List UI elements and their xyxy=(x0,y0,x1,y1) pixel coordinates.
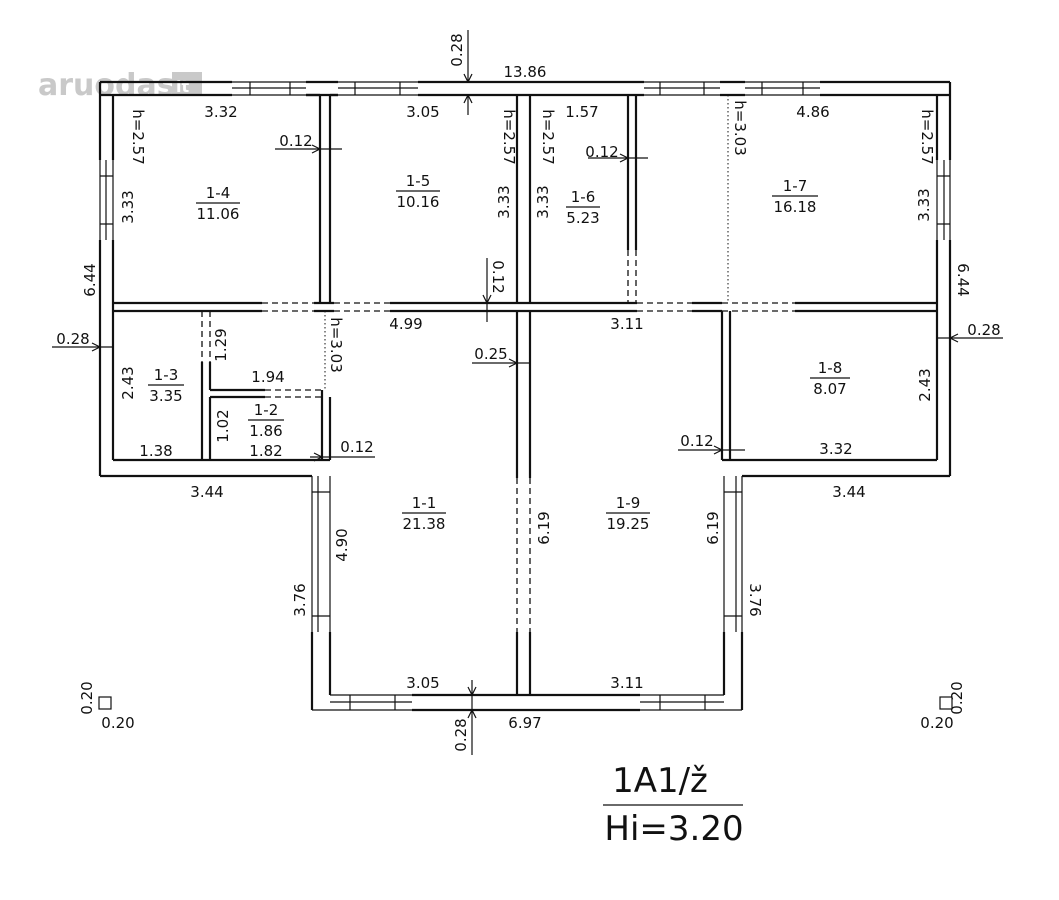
watermark-text: aruodas xyxy=(38,68,175,103)
room-id: 1-8 xyxy=(818,359,843,377)
dim-r15-w: 3.05 xyxy=(406,103,439,121)
room-area: 1.86 xyxy=(249,422,282,440)
dim-r15-h: 3.33 xyxy=(495,185,513,218)
room-area: 10.16 xyxy=(397,193,440,211)
dim-r19-w: 3.11 xyxy=(610,674,643,692)
dim-right-wall: 0.28 xyxy=(967,321,1000,339)
room-1-8: 1-8 8.07 xyxy=(810,359,850,398)
room-id: 1-5 xyxy=(406,172,431,190)
dim-col-right-a: 0.20 xyxy=(948,681,966,714)
watermark-logo: aruodas lt xyxy=(38,68,202,103)
dim-bottom-total: 6.97 xyxy=(508,714,541,732)
dim-col-left-a: 0.20 xyxy=(78,681,96,714)
room-1-7: 1-7 16.18 xyxy=(772,177,818,216)
dim-col-left-b: 0.20 xyxy=(101,714,134,732)
room-area: 8.07 xyxy=(813,380,846,398)
dim-r16-ceil: h=2.57 xyxy=(539,109,557,164)
watermark-suffix: lt xyxy=(176,77,189,96)
dim-r12-w: 1.82 xyxy=(249,442,282,460)
room-id: 1-6 xyxy=(571,188,596,206)
outer-walls xyxy=(98,80,952,712)
dim-bottom-wall: 0.28 xyxy=(452,718,470,751)
dim-r11-side: 3.76 xyxy=(291,583,309,616)
dim-r13-door: 1.29 xyxy=(212,328,230,361)
dim-r19-h2: 6.19 xyxy=(704,511,722,544)
dim-r11-w: 3.05 xyxy=(406,674,439,692)
dim-mid-w: 3.11 xyxy=(610,315,643,333)
dim-r14-h: 3.33 xyxy=(119,190,137,223)
room-1-6: 1-6 5.23 xyxy=(566,188,600,227)
room-id: 1-3 xyxy=(154,366,179,384)
room-1-4: 1-4 11.06 xyxy=(196,184,240,223)
dim-r15-wall: 0.12 xyxy=(279,132,312,150)
room-1-2: 1-2 1.86 xyxy=(248,401,284,440)
room-1-9: 1-9 19.25 xyxy=(606,494,650,533)
dim-r14-ceil: h=2.57 xyxy=(129,109,147,164)
dim-left-wing: 3.44 xyxy=(190,483,223,501)
dim-hall-wall: 0.12 xyxy=(489,260,507,293)
room-area: 19.25 xyxy=(607,515,650,533)
dim-right-wing: 3.44 xyxy=(832,483,865,501)
dim-col-right-b: 0.20 xyxy=(920,714,953,732)
room-area: 5.23 xyxy=(566,209,599,227)
dim-r19-h: 6.19 xyxy=(535,511,553,544)
room-area: 3.35 xyxy=(149,387,182,405)
dim-r17-ceil: h=2.57 xyxy=(918,109,936,164)
dim-r11-h: 4.90 xyxy=(333,528,351,561)
dim-top-total: 13.86 xyxy=(504,63,547,81)
dim-r12-h: 1.02 xyxy=(214,409,232,442)
dim-r13-w: 1.38 xyxy=(139,442,172,460)
room-1-1: 1-1 21.38 xyxy=(402,494,446,533)
dim-left-total: 6.44 xyxy=(81,263,99,296)
dim-mid-wall: 0.25 xyxy=(474,345,507,363)
room-id: 1-4 xyxy=(206,184,231,202)
dim-r18-wall: 0.12 xyxy=(680,432,713,450)
dimension-arrows xyxy=(52,30,1003,755)
dimension-labels: 13.86 3.32 3.05 1.57 4.86 0.12 0.12 4.99… xyxy=(56,33,1000,751)
dim-r14-w: 3.32 xyxy=(204,103,237,121)
plan-height: Hi=3.20 xyxy=(604,809,743,849)
dim-r17-ceil2: h=3.03 xyxy=(731,100,749,155)
room-area: 16.18 xyxy=(774,198,817,216)
room-id: 1-9 xyxy=(616,494,641,512)
room-area: 21.38 xyxy=(403,515,446,533)
column-right xyxy=(939,696,953,710)
column-left xyxy=(98,696,112,710)
plan-code: 1A1/ž xyxy=(612,761,708,801)
dim-top-wall: 0.28 xyxy=(448,33,466,66)
room-1-3: 1-3 3.35 xyxy=(148,366,184,405)
watermark-house-icon xyxy=(172,72,202,96)
dim-r12-top: 1.94 xyxy=(251,368,284,386)
dim-r16-wall: 0.12 xyxy=(585,143,618,161)
room-labels: 1-4 11.06 1-5 10.16 1-6 5.23 1-7 16.18 1… xyxy=(148,172,850,533)
dim-r16-h: 3.33 xyxy=(534,185,552,218)
dim-r15-ceil: h=2.57 xyxy=(500,109,518,164)
title-block: 1A1/ž Hi=3.20 xyxy=(603,761,744,849)
dim-r18-h: 2.43 xyxy=(916,368,934,401)
room-1-5: 1-5 10.16 xyxy=(396,172,440,211)
dim-hall-w: 4.99 xyxy=(389,315,422,333)
room-id: 1-7 xyxy=(783,177,808,195)
dim-left-wall: 0.28 xyxy=(56,330,89,348)
dim-r17-w: 4.86 xyxy=(796,103,829,121)
dim-right-total: 6.44 xyxy=(954,263,972,296)
dim-r16-w: 1.57 xyxy=(565,103,598,121)
dim-r12-wall: 0.12 xyxy=(340,438,373,456)
dim-r17-h: 3.33 xyxy=(915,188,933,221)
room-area: 11.06 xyxy=(197,205,240,223)
room-id: 1-2 xyxy=(254,401,279,419)
interior-walls xyxy=(113,93,937,695)
dim-hall-ceil: h=3.03 xyxy=(327,317,345,372)
dim-r18-w: 3.32 xyxy=(819,440,852,458)
room-id: 1-1 xyxy=(412,494,437,512)
dim-r13-h: 2.43 xyxy=(119,366,137,399)
dim-r19-side: 3.76 xyxy=(746,583,764,616)
